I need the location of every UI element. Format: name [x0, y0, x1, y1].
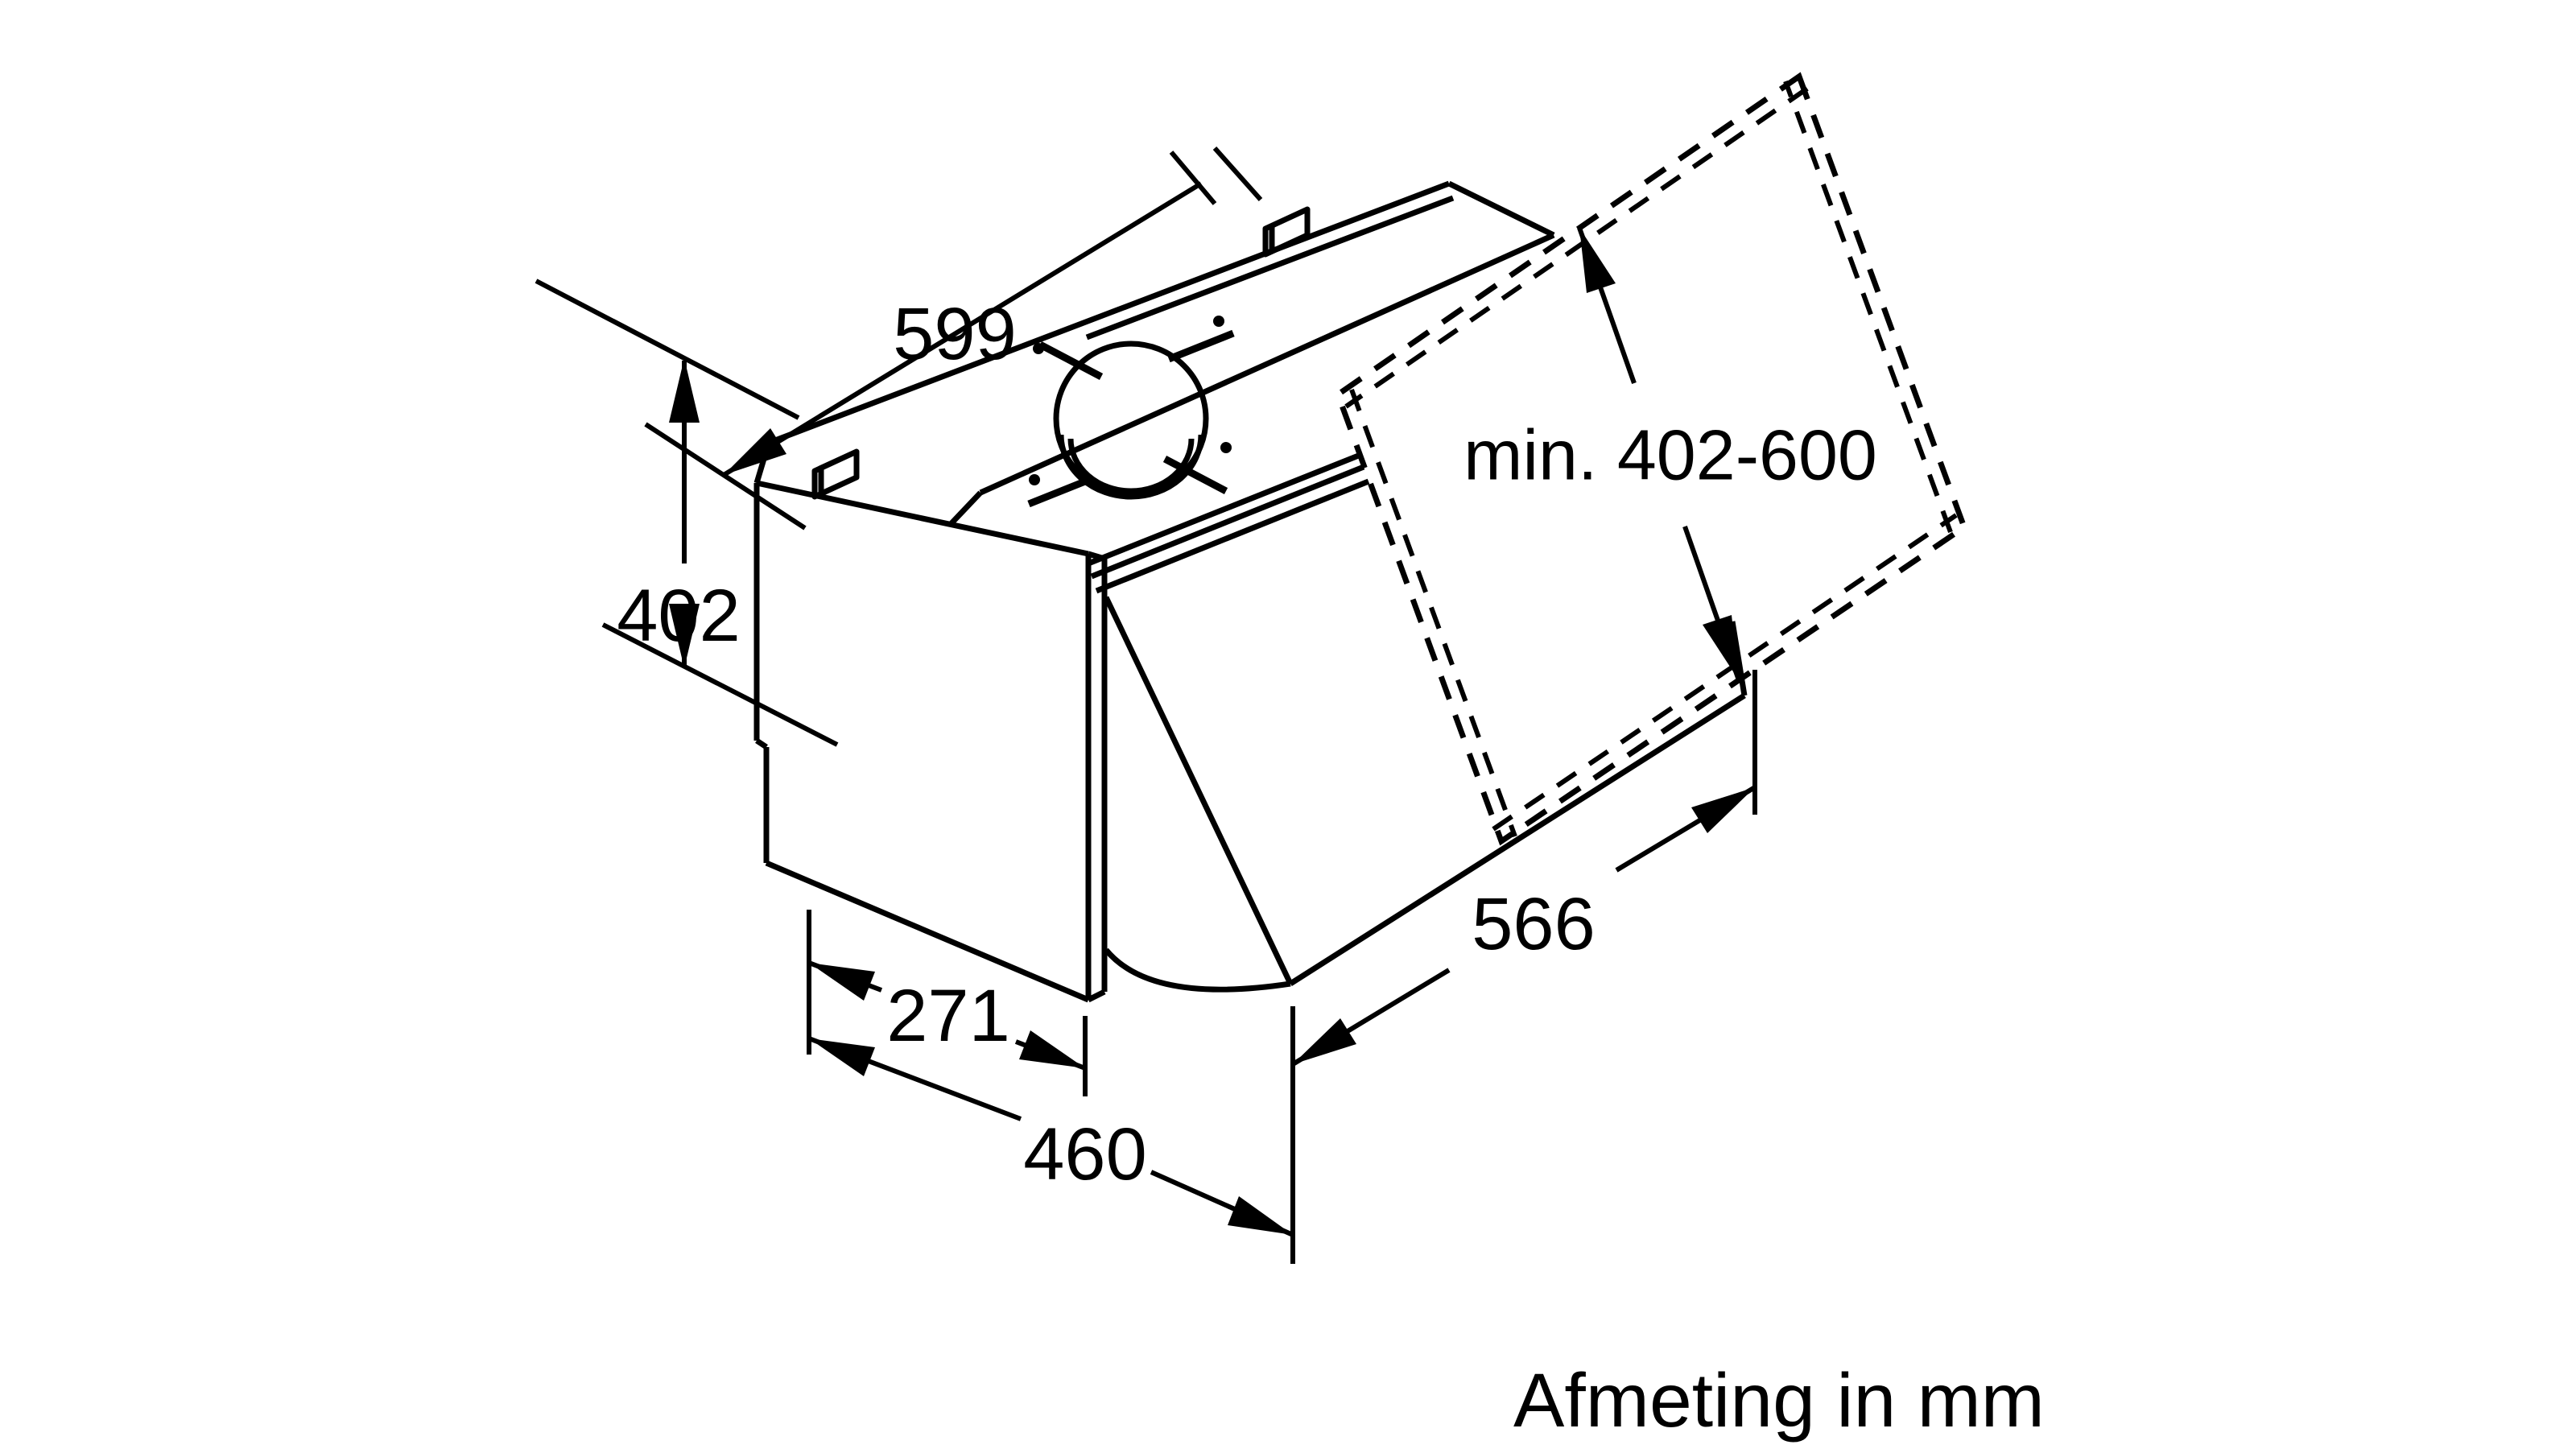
canopy [1103, 596, 1748, 993]
dimension-chimney-extension: min. 402-600 [1463, 227, 1877, 681]
mounting-tab-left [811, 448, 860, 500]
hood-body [753, 180, 1748, 1003]
unit-caption: Afmeting in mm [1513, 1358, 2045, 1443]
dim-min-402-600-label: min. 402-600 [1463, 415, 1877, 495]
dim-402-label: 402 [617, 575, 741, 657]
screw-dot [1213, 316, 1224, 327]
telescopic-chimney [1334, 72, 1968, 846]
hinge-rails [1087, 452, 1370, 594]
screw-dot [1033, 343, 1044, 354]
front-section-side-face [753, 480, 1108, 1003]
dimension-front-height: 402 [535, 279, 839, 747]
dimension-top-width: 599 [644, 147, 1263, 530]
dim-460-label: 460 [1023, 1113, 1147, 1195]
screw-dot [1220, 442, 1232, 453]
top-face [753, 180, 1555, 526]
screw-dot [1029, 474, 1040, 485]
dim-566-label: 566 [1472, 883, 1596, 965]
duct-outlet [1027, 316, 1235, 508]
dimension-bottom-width: 566 [1291, 670, 1757, 1067]
dimension-total-depth: 460 [807, 1006, 1295, 1264]
dimension-front-depth: 271 [807, 910, 1088, 1096]
dim-599-label: 599 [893, 293, 1017, 375]
mounting-tab-right [1262, 206, 1311, 258]
dim-271-label: 271 [886, 975, 1010, 1057]
